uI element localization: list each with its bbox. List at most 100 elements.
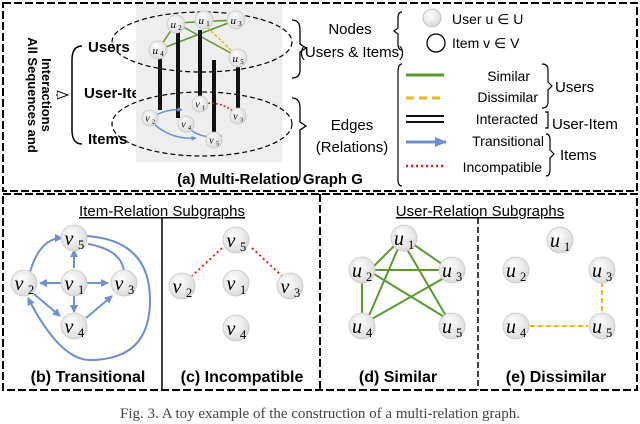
legend-user-label: User u ∈ U [452,11,523,27]
svg-text:2: 2 [178,25,182,32]
svg-text:v: v [281,276,290,298]
legend-edges-bracket [397,63,403,187]
svg-text:u: u [592,260,602,282]
similar-edges [361,241,447,321]
svg-text:v: v [227,318,236,340]
svg-text:u: u [352,260,362,282]
svg-text:4: 4 [160,51,164,58]
legend-user-node [422,8,442,28]
edges-bracket [291,97,308,185]
svg-text:1: 1 [408,238,414,252]
svg-text:v: v [227,273,236,295]
legend-nodes-bracket [393,11,403,51]
svg-text:u: u [506,260,516,282]
legend-similar-label: Similar [487,68,530,84]
svg-text:u: u [352,316,362,338]
svg-text:v: v [15,273,24,295]
svg-text:2: 2 [152,119,155,126]
group-user-item-label: User-Item [552,116,618,133]
svg-text:4: 4 [366,326,372,340]
svg-text:1: 1 [564,240,570,254]
svg-text:3: 3 [128,283,134,297]
legend-dissimilar-label: Dissimilar [477,89,538,105]
svg-text:4: 4 [78,326,84,340]
svg-text:v: v [145,114,150,125]
incompatible-edges [191,247,283,277]
svg-text:v: v [173,276,182,298]
svg-text:u: u [550,230,560,252]
svg-text:1: 1 [206,21,209,28]
legend-incompatible-label: Incompatible [463,159,543,175]
svg-text:5: 5 [78,238,84,252]
svg-text:1: 1 [240,283,246,297]
svg-text:u: u [394,228,404,250]
svg-text:u: u [442,260,452,282]
svg-text:u: u [153,45,159,57]
svg-text:4: 4 [240,328,246,342]
svg-text:5: 5 [216,141,219,148]
row-items-label: Items [88,131,127,148]
item-plane [111,91,293,157]
panel-a-caption: (a) Multi-Relation Graph G [177,171,363,188]
svg-text:u: u [231,15,237,27]
svg-text:1: 1 [78,283,84,297]
panel-d-caption: (d) Similar [359,369,437,386]
side-title-2: Interactions [39,58,54,132]
svg-text:2: 2 [520,270,526,284]
svg-text:5: 5 [606,326,612,340]
group-items-label: Items [560,147,597,164]
legend-item-label: Item v ∈ V [452,35,520,51]
svg-text:u: u [442,316,452,338]
group-users-label: Users [555,79,594,96]
item-subgraphs-title: Item-Relation Subgraphs [79,203,245,220]
legend-item-node [426,33,446,53]
panel-e-caption: (e) Dissimilar [506,369,606,386]
svg-text:v: v [233,112,238,123]
svg-text:3: 3 [456,270,462,284]
panel-c-caption: (c) Incompatible [181,369,304,386]
figure-caption: Fig. 3. A toy example of the constructio… [120,406,520,422]
svg-text:2: 2 [186,286,192,300]
svg-text:v: v [115,273,124,295]
svg-text:5: 5 [456,326,462,340]
side-title: All Sequences and [25,37,40,153]
svg-text:u: u [592,316,602,338]
row-users-label: Users [88,39,130,56]
svg-text:1: 1 [202,105,205,112]
svg-text:v: v [65,228,74,250]
svg-text:v: v [65,273,74,295]
transitional-edges [27,234,152,362]
group-user-item-bracket [545,111,549,129]
svg-text:2: 2 [28,283,34,297]
nodes-title: Nodes [328,21,371,38]
edges-subtitle: (Relations) [316,139,389,156]
dissimilar-edges [530,282,603,327]
svg-text:5: 5 [240,59,244,66]
nodes-bracket [291,19,308,79]
svg-text:v: v [181,120,186,131]
legend-interacted-label: Interacted [476,111,538,127]
